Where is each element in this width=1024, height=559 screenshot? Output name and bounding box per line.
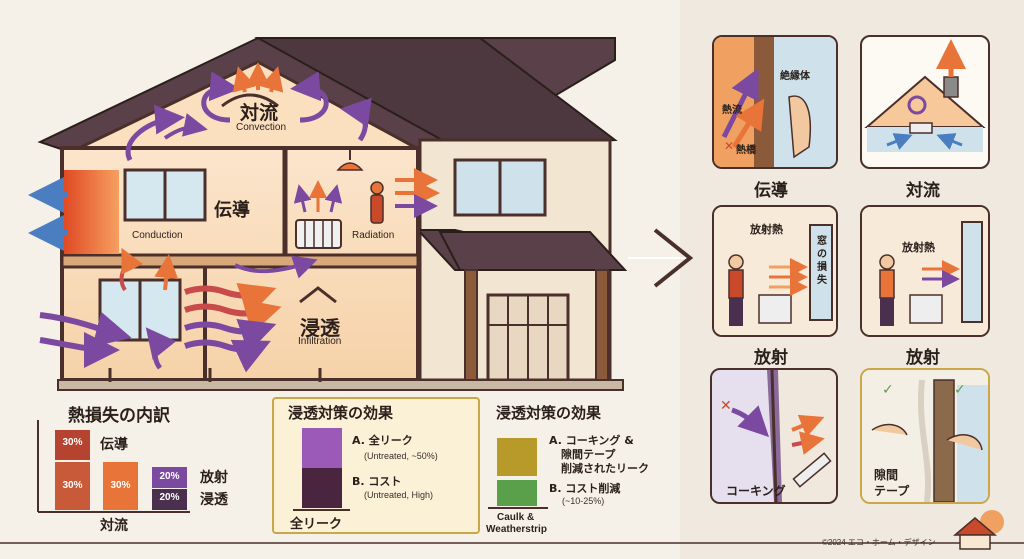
bar-pct-convection-2: 30%	[110, 480, 131, 491]
breakdown-chart	[37, 420, 190, 513]
radiation-en-label: Radiation	[352, 230, 395, 241]
bar-label-radiation: 放射	[200, 470, 228, 486]
card1-insulation-label: 絶縁体	[780, 71, 810, 82]
flow-arrow-icon	[653, 228, 694, 288]
effect1-title: 浸透対策の効果	[288, 404, 394, 422]
conduction-en-label: Conduction	[132, 230, 183, 241]
card-radiation: 放射熱	[860, 205, 990, 337]
bar-pct-radiation: 20%	[159, 471, 180, 482]
logo-house-icon	[952, 510, 1004, 550]
copyright-text: ©2024 エコ・ホーム・デザイン	[822, 538, 936, 547]
card3-title: 放射	[754, 348, 788, 368]
caulking-gun-icon: ✕	[712, 370, 836, 502]
effect2-a-label-1: A. コーキング &	[549, 434, 634, 447]
effect2-a-label-2: 隙間テープ	[561, 448, 616, 461]
effect2-b-sub: (~10-25%)	[562, 496, 605, 506]
card3-window-loss-label: 窓の損失	[817, 236, 827, 286]
svg-text:✕: ✕	[724, 139, 734, 153]
effect1-b-label: B. コスト	[352, 475, 402, 488]
card-radiation-window: 放射熱 窓の損失	[712, 205, 838, 337]
breakdown-title: 熱損失の内訳	[68, 406, 170, 426]
bar-pct-conduction: 30%	[62, 437, 83, 448]
radiator-person-icon-2	[862, 207, 988, 335]
card-convection	[860, 35, 990, 169]
effect2-bar-a	[497, 438, 537, 476]
bar-pct-convection: 30%	[62, 480, 83, 491]
infiltration-en-label: Infiltration	[298, 336, 342, 347]
card-conduction: ✕ 絶縁体 熱流 熱橋	[712, 35, 838, 169]
svg-text:✓: ✓	[954, 382, 966, 398]
card5-caulking-label: コーキング	[726, 484, 786, 498]
effect1-a-label: A. 全リーク	[352, 434, 413, 447]
card1-bridge-label: 熱橋	[736, 145, 756, 156]
card6-gap-label-1: 隙間	[874, 468, 899, 482]
effect1-bar-b	[302, 468, 342, 508]
card1-title: 伝導	[754, 181, 788, 201]
effect1-a-sub: (Untreated, ~50%)	[364, 451, 438, 461]
effect1-bottom-label: 全リーク	[290, 517, 343, 532]
effect1-b-sub: (Untreated, High)	[364, 490, 434, 500]
card4-title: 放射	[906, 348, 940, 368]
card2-title: 対流	[906, 181, 940, 201]
effect2-title: 浸透対策の効果	[496, 404, 602, 422]
effect2-b-label: B. コスト削減	[549, 482, 621, 495]
weatherstrip-tape-icon: ✓ ✓	[862, 370, 988, 502]
bar-pct-infiltration: 20%	[159, 492, 180, 503]
bar-label-conduction: 伝導	[100, 437, 128, 453]
card3-radiant-label: 放射熱	[750, 223, 783, 236]
effect2-a-label-3: 削減されたリーク	[561, 462, 649, 475]
card6-gap-label-2: テープ	[874, 484, 910, 498]
effect2-bottom-label-1: Caulk &	[497, 512, 535, 523]
infiltration-jp-label: 浸透	[300, 316, 340, 340]
effect2-bar-b	[497, 480, 537, 506]
wall-insulation-icon: ✕	[714, 37, 836, 167]
card-weatherstrip: ✓ ✓ 隙間 テープ	[860, 368, 990, 504]
breakdown-bottom-label: 対流	[100, 518, 128, 534]
radiator-person-icon	[714, 207, 836, 335]
effect2-bottom-label-2: Weatherstrip	[486, 524, 547, 535]
bar-label-infiltration: 浸透	[200, 492, 228, 508]
card4-radiant-label: 放射熱	[902, 241, 935, 254]
house-illustration	[28, 37, 628, 391]
convection-en-label: Convection	[236, 122, 287, 133]
card1-heatflow-label: 熱流	[722, 105, 742, 116]
svg-text:✓: ✓	[882, 382, 894, 398]
effect1-bar-a	[302, 428, 342, 468]
attic-vent-icon	[864, 39, 986, 152]
convection-jp-label: 対流	[240, 102, 279, 124]
svg-text:✕: ✕	[720, 398, 732, 414]
conduction-jp-label: 伝導	[214, 200, 250, 221]
card-caulking: ✕ コーキング	[710, 368, 838, 504]
